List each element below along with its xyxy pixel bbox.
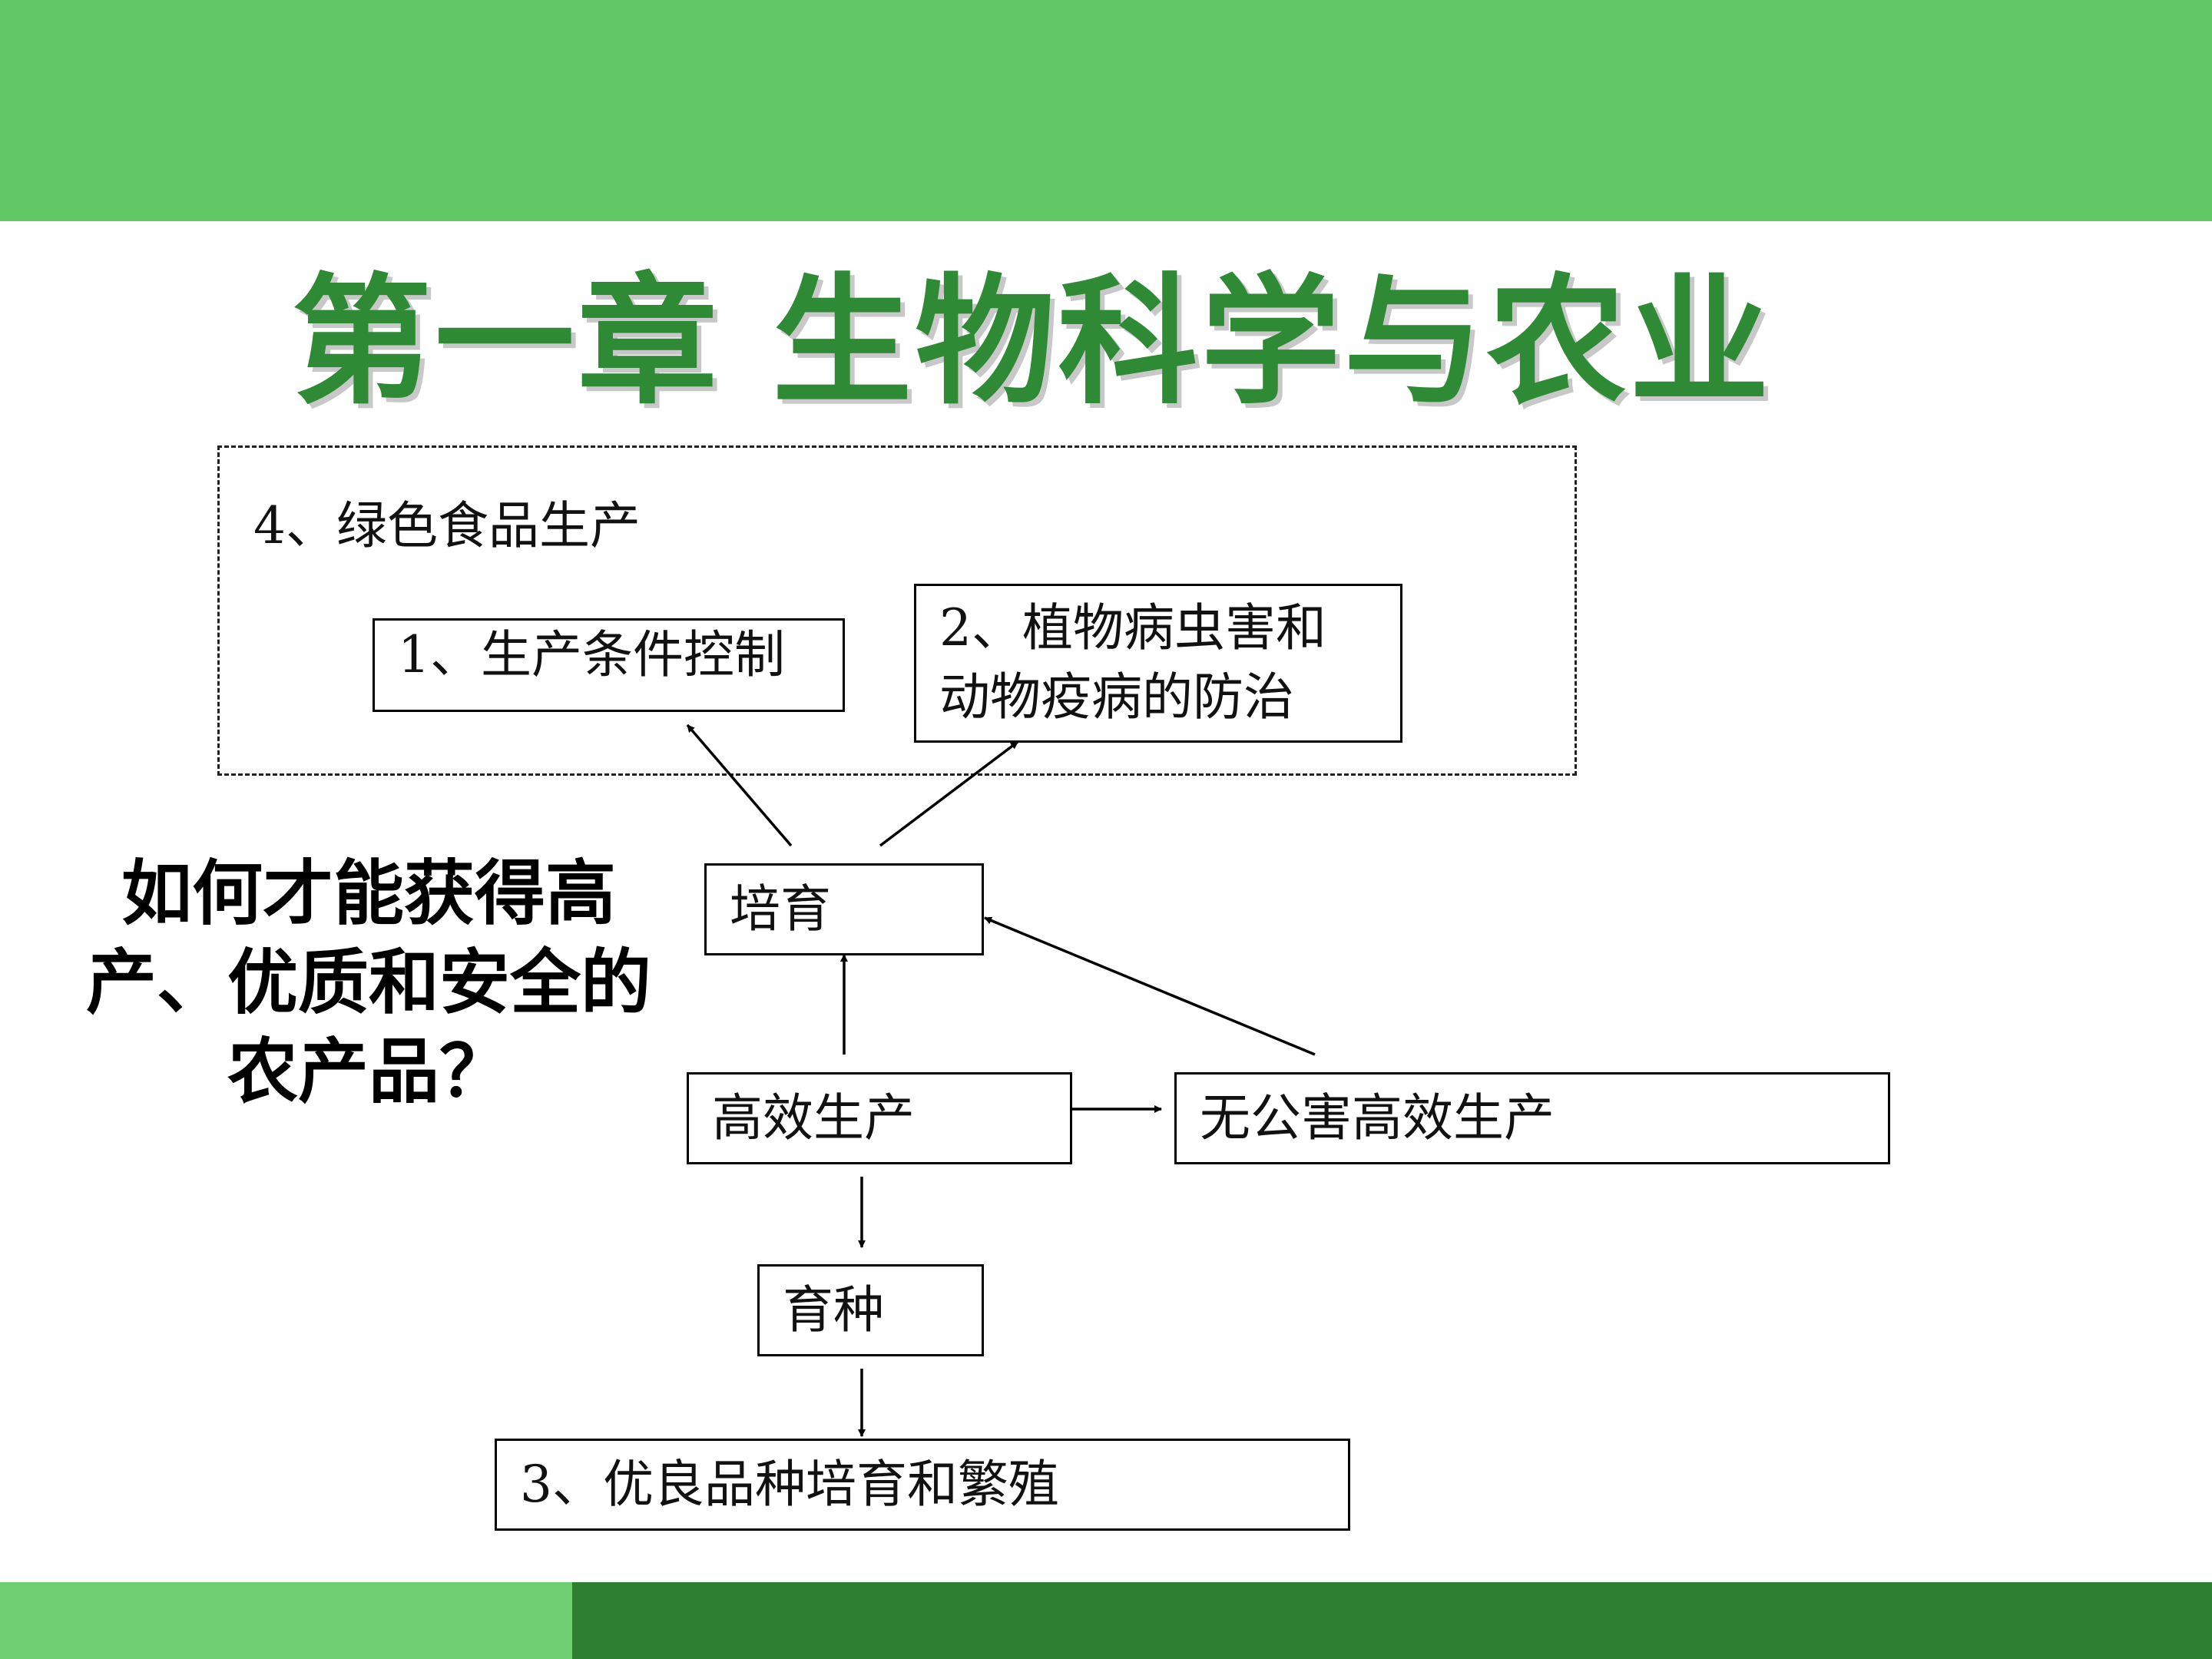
key-question: 如何才能获得高产、优质和安全的农产品？ [85, 852, 651, 1113]
node-breeding-label: 育种 [783, 1280, 884, 1339]
node-efficient-production-label: 高效生产 [712, 1088, 915, 1147]
node-production-control: 1、生产条件控制 [373, 618, 845, 712]
node-variety-breeding: 3、优良品种培育和繁殖 [495, 1439, 1350, 1531]
node-pest-control-line2: 动物疫病的防治 [939, 667, 1294, 727]
footer-bar-dark [572, 1582, 2212, 1659]
arrow-pollution-free-to-cultivation [984, 916, 1316, 1056]
node-cultivation-label: 培育 [730, 879, 831, 939]
slide-title: 第一章 生物科学与农业 [292, 260, 1773, 423]
node-production-control-label: 1、生产条件控制 [398, 625, 785, 684]
top-banner [0, 0, 2212, 221]
node-variety-breeding-label: 3、优良品种培育和繁殖 [520, 1455, 1059, 1514]
node-pollution-free-production: 无公害高效生产 [1174, 1072, 1890, 1164]
node-pollution-free-production-label: 无公害高效生产 [1200, 1088, 1555, 1147]
node-breeding: 育种 [757, 1264, 984, 1356]
node-efficient-production: 高效生产 [687, 1072, 1072, 1164]
green-food-group-label: 4、绿色食品生产 [253, 496, 641, 555]
node-cultivation: 培育 [704, 863, 984, 955]
footer-bar-light [0, 1582, 572, 1659]
node-pest-control: 2、植物病虫害和 动物疫病的防治 [914, 584, 1402, 743]
node-pest-control-line1: 2、植物病虫害和 [939, 598, 1326, 657]
